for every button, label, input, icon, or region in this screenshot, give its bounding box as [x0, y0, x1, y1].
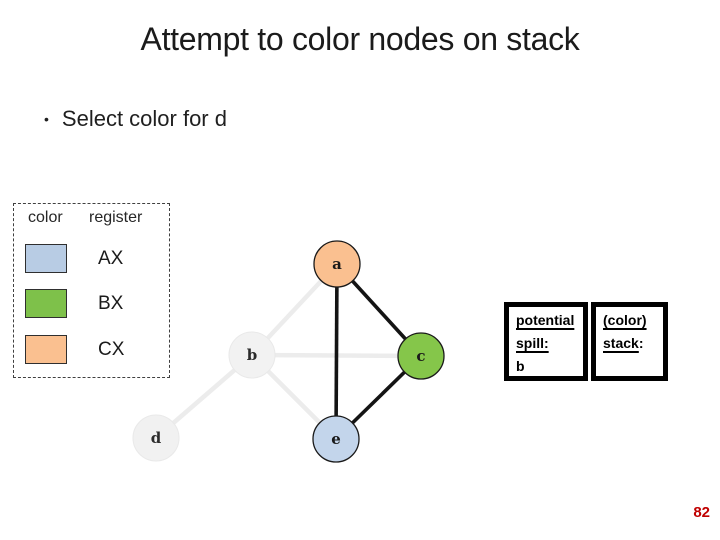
legend-header-color: color: [28, 209, 63, 226]
legend-swatch-bx: [25, 289, 67, 318]
potential-spill-label-line2: spill:: [516, 335, 549, 351]
potential-spill-value: b: [516, 358, 525, 374]
potential-spill-box: potential spill: b: [504, 302, 588, 381]
potential-spill-label-line1: potential: [516, 312, 575, 328]
legend-swatch-cx: [25, 335, 67, 364]
node-b-circle: [228, 331, 276, 379]
node-c-label: c: [416, 347, 425, 365]
bullet-text: Select color for d: [61, 106, 227, 131]
color-stack-label-colon: :: [638, 335, 644, 351]
node-a-label: a: [332, 255, 342, 273]
node-b-label: b: [247, 346, 258, 364]
legend-header-register: register: [89, 209, 143, 226]
color-register-legend: color register AX BX CX: [13, 203, 170, 378]
color-stack-label-line1: (color): [603, 312, 647, 328]
legend-swatch-ax: [25, 244, 67, 273]
node-d-label: d: [151, 429, 162, 447]
color-stack-box: (color) stack:: [591, 302, 668, 381]
slide-title: Attempt to color nodes on stack: [140, 21, 580, 57]
edge-a-e: [334, 263, 339, 440]
node-c-circle: [397, 332, 445, 380]
bullet-icon: •: [44, 111, 49, 127]
legend-label-cx: CX: [98, 339, 125, 360]
node-a-circle: [313, 240, 361, 288]
legend-label-bx: BX: [98, 293, 124, 314]
bullet-item: • Select color for d: [44, 104, 227, 134]
node-e-label: e: [331, 430, 341, 448]
node-d-circle: [132, 414, 180, 462]
node-e-circle: [312, 415, 360, 463]
legend-label-ax: AX: [98, 248, 124, 269]
page-number: 82: [693, 504, 710, 521]
color-stack-label-line2: stack: [603, 335, 639, 351]
